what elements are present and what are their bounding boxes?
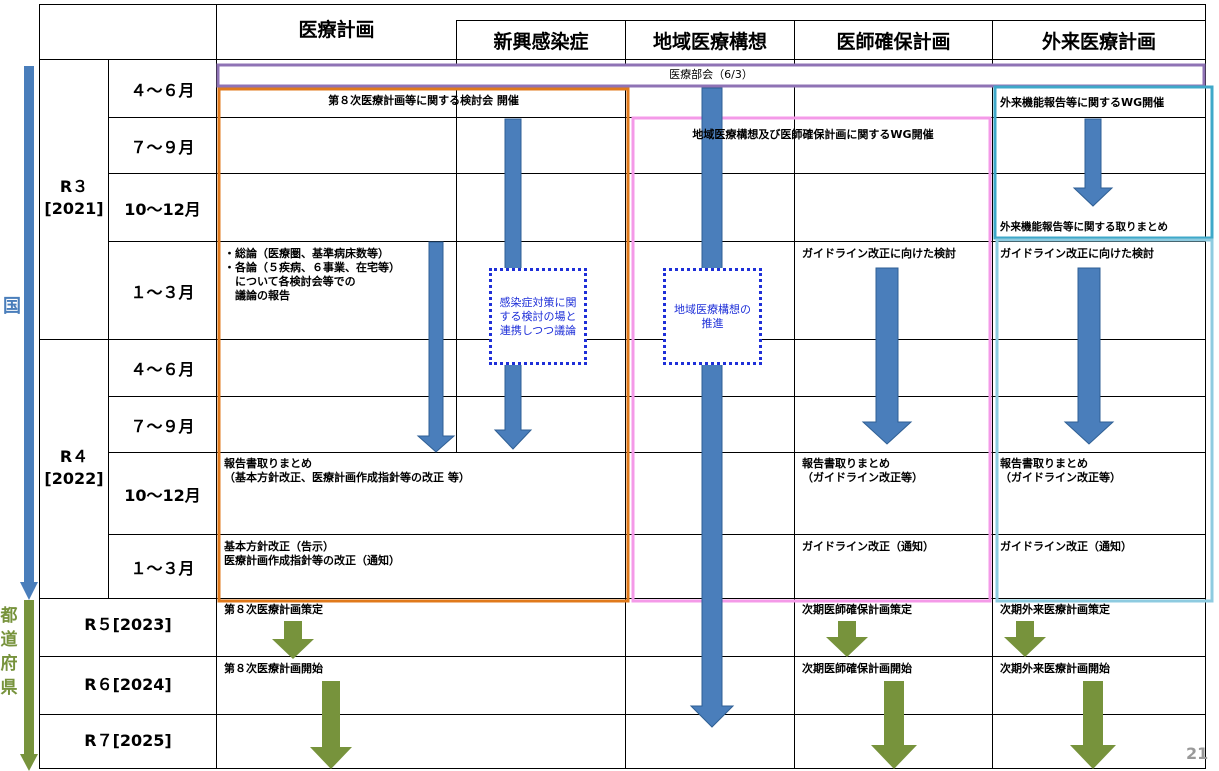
blue-arrow-col1 [416, 241, 456, 453]
header-gairai-iryo-keikaku: 外来医療計画 [1041, 30, 1156, 53]
col1-report-note: 報告書取りまとめ （基本方針改正、医療計画作成指針等の改正 等） [224, 457, 470, 484]
col4-formulate-note: 次期医師確保計画策定 [802, 603, 912, 616]
regional-wg-note: 地域医療構想及び医師確保計画に関するWG開催 [692, 128, 934, 141]
header-chiiki-iryo-koso: 地域医療構想 [652, 30, 767, 53]
green-arrow-col1-2 [310, 681, 352, 769]
side-arrows [20, 66, 38, 771]
green-arrow-col4-2 [871, 681, 917, 769]
infection-discussion-box: 感染症対策に関 する検討の場と 連携しつつ議論 [489, 268, 587, 365]
period-label: 10～12月 [124, 199, 201, 219]
col1-revision-note: 基本方針改正（告示） 医療計画作成指針等の改正（通知） [224, 540, 400, 567]
col1-formulate-note: 第８次医療計画策定 [224, 603, 323, 616]
period-label: ７～９月 [130, 416, 195, 436]
teal-frame-guideline [995, 238, 1214, 603]
year-r6: R６[2024] [84, 675, 172, 694]
period-label: １～３月 [130, 558, 195, 578]
header-iryo-keikaku: 医療計画 [298, 18, 375, 41]
blue-arrow-col4 [861, 267, 913, 445]
col4-report-note: 報告書取りまとめ （ガイドライン改正等） [802, 457, 923, 484]
national-arrow-shaft [24, 66, 34, 584]
regional-promotion-box: 地域医療構想の 推進 [663, 268, 762, 365]
col5-start-note: 次期外来医療計画開始 [1000, 662, 1110, 675]
col5-notice-note: ガイドライン改正（通知） [1000, 540, 1132, 553]
orange-frame-col1 [217, 87, 630, 603]
header-ishi-kakuho-keikaku: 医師確保計画 [836, 30, 951, 53]
col4-notice-note: ガイドライン改正（通知） [802, 540, 934, 553]
col4-review-note: ガイドライン改正に向けた検討 [802, 247, 956, 260]
period-label: １～３月 [130, 282, 195, 302]
period-label: 10～12月 [124, 485, 201, 505]
national-arrow-head [20, 582, 38, 600]
year-r4: R４ [2022] [44, 447, 104, 488]
green-arrow-col5-2 [1070, 681, 1116, 769]
col1-start-note: 第８次医療計画開始 [224, 662, 323, 675]
blue-arrow-col5 [1063, 267, 1115, 445]
col5-wg-summary-note: 外来機能報告等に関する取りまとめ [1000, 221, 1168, 233]
discussion-note: ・総論（医療圏、基準病床数等） ・各論（５疾病、６事業、在宅等） について各検討… [224, 247, 400, 302]
study-group-note: 第８次医療計画等に関する検討会 開催 [328, 94, 519, 107]
green-arrow-col4-1 [826, 621, 868, 657]
side-label-national: 国 [0, 292, 24, 318]
teal-frame-wg [993, 85, 1214, 240]
col5-formulate-note: 次期外来医療計画策定 [1000, 603, 1110, 616]
year-r5: R５[2023] [84, 615, 172, 634]
col5-report-note: 報告書取りまとめ （ガイドライン改正等） [1000, 457, 1121, 484]
year-r3: R３ [2021] [44, 177, 104, 218]
year-r7: R７[2025] [84, 731, 172, 750]
medical-subcommittee-bar [216, 63, 1206, 88]
col5-wg-note: 外来機能報告等に関するWG開催 [1000, 96, 1165, 109]
blue-arrow-col5-top [1072, 118, 1114, 207]
col4-start-note: 次期医師確保計画開始 [802, 662, 912, 675]
prefecture-arrow-head [20, 754, 38, 771]
period-label: ４～６月 [130, 80, 195, 100]
green-arrow-col5-1 [1004, 621, 1046, 657]
side-label-prefecture: 都道府県 [0, 604, 18, 700]
col5-review-note: ガイドライン改正に向けた検討 [1000, 247, 1154, 260]
pink-frame-col3-col4 [631, 116, 992, 603]
period-label: ４～６月 [130, 360, 195, 379]
header-shinko-kansensho: 新興感染症 [493, 30, 589, 53]
prefecture-arrow-shaft [24, 600, 34, 756]
medical-subcommittee-label: 医療部会（6/3） [669, 68, 753, 81]
period-label: ７～９月 [130, 137, 195, 157]
blue-arrow-col3 [689, 87, 735, 728]
green-arrow-col1-1 [272, 621, 314, 659]
page-number: 21 [1186, 744, 1209, 763]
